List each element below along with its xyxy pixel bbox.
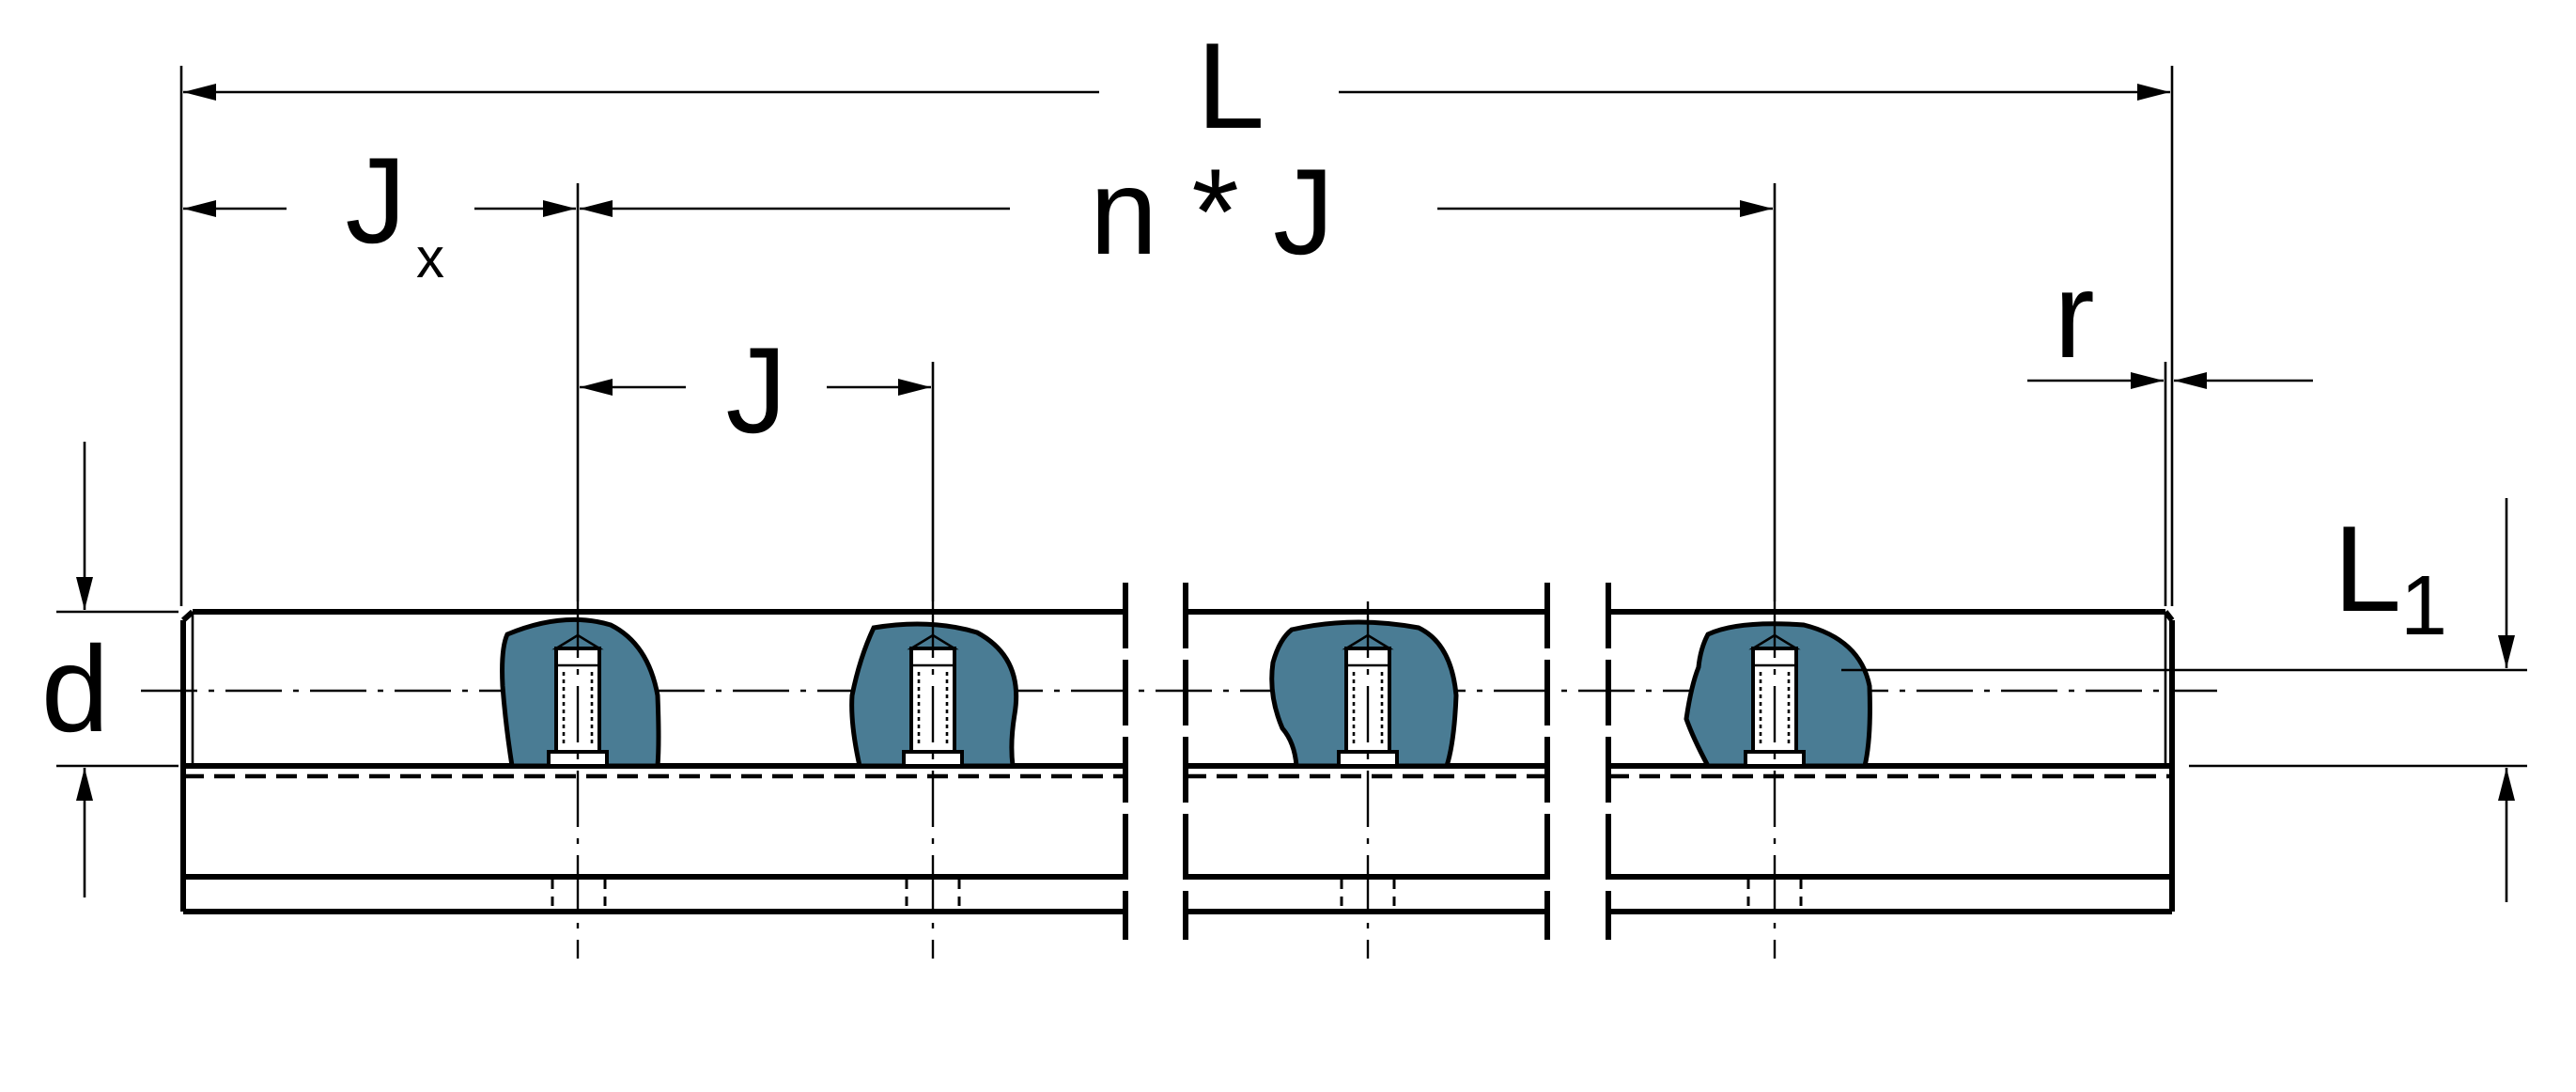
rail-body: [180, 583, 2175, 940]
dimension-J: [580, 379, 931, 396]
hidden-holes: [551, 880, 1803, 910]
dimension-label-L1: L: [2334, 500, 2401, 637]
dimension-r: [2027, 372, 2313, 389]
dimension-d: [76, 442, 93, 897]
dimension-label-Jx-subscript: x: [416, 226, 444, 289]
dimension-label-r: r: [2054, 246, 2094, 383]
dimension-Jx: [183, 200, 576, 217]
dimension-nJ: [580, 200, 1773, 217]
extension-lines: [56, 66, 2527, 768]
screw-axes: [576, 183, 1777, 959]
dimension-label-J: J: [726, 321, 787, 459]
jx-main: J: [346, 132, 407, 269]
dimension-label-nJ: n * J: [1090, 143, 1334, 280]
dimension-label-L1-subscript: 1: [2400, 559, 2447, 653]
dimension-L: [183, 84, 2170, 101]
dimension-label-Jx: J: [346, 132, 407, 269]
dimension-label-d: d: [41, 620, 109, 757]
dimension-L1: [2498, 498, 2515, 902]
dimension-label-L: L: [1197, 17, 1265, 154]
